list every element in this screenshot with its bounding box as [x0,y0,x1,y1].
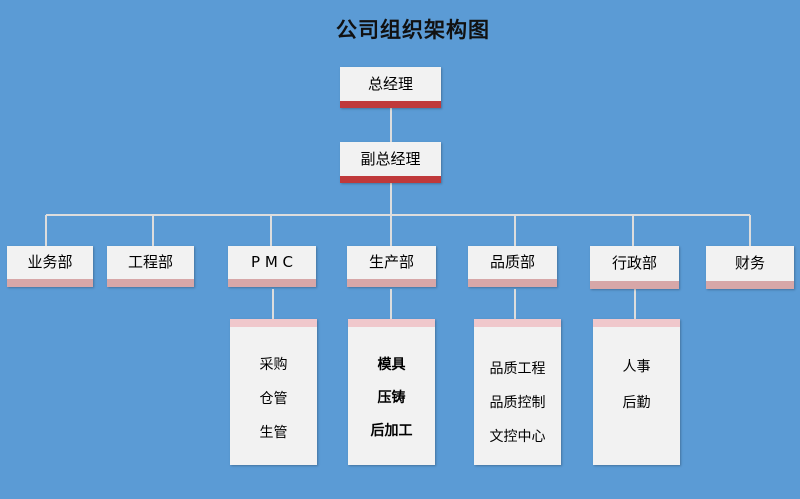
sub-item: 后勤 [622,395,651,411]
vp-box: 副总经理 [340,142,441,183]
production-sub-box: 模具 压铸 后加工 [348,319,435,465]
dept-sales-box: 业务部 [7,246,93,287]
sub-item: 后加工 [370,423,413,439]
dept-production-box: 生产部 [347,246,436,287]
sub-item: 品质控制 [489,395,546,411]
dept-label: 财务 [734,254,765,272]
admin-sub-box: 人事 后勤 [593,319,680,465]
dept-label: 工程部 [127,253,173,271]
dept-engineering-box: 工程部 [107,246,194,287]
dept-label: 行政部 [611,254,657,272]
ceo-label: 总经理 [367,74,413,93]
dept-finance-box: 财务 [706,246,794,289]
dept-label: 生产部 [368,253,414,271]
dept-label: P M C [251,252,293,271]
sub-item: 生管 [259,425,288,441]
dept-label: 业务部 [27,253,73,271]
quality-sub-box: 品质工程 品质控制 文控中心 [474,319,561,465]
sub-item: 模具 [377,357,406,373]
dept-admin-box: 行政部 [590,246,679,289]
vp-label: 副总经理 [360,149,421,168]
sub-item: 品质工程 [489,361,546,377]
sub-item: 采购 [259,357,288,373]
chart-title: 公司组织架构图 [336,18,490,42]
dept-label: 品质部 [489,253,535,271]
sub-item: 仓管 [259,391,288,407]
sub-item: 文控中心 [489,429,546,445]
ceo-box: 总经理 [340,67,441,108]
sub-item: 人事 [622,359,651,375]
dept-quality-box: 品质部 [468,246,557,287]
dept-pmc-box: P M C [228,246,316,287]
sub-item: 压铸 [377,390,406,406]
pmc-sub-box: 采购 仓管 生管 [230,319,317,465]
